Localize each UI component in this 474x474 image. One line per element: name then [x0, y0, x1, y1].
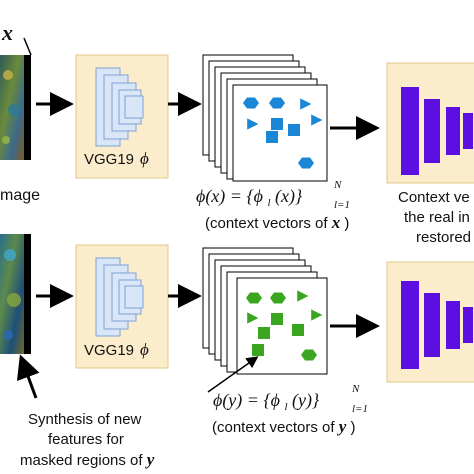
top-right-text: Context ve the real in restored: [398, 189, 471, 246]
top-feature-hex-8: [298, 157, 314, 169]
top-formula-sup: N: [333, 179, 342, 191]
bottom-formula-sup: N: [351, 383, 360, 395]
synthesis-text: Synthesis of new features for masked reg…: [20, 411, 155, 469]
bottom-caption: (context vectors of y ): [212, 417, 355, 436]
bottom-decoder-bar-0: [401, 281, 419, 369]
top-vgg-phi: ϕ: [140, 149, 149, 168]
bottom-feature-rect-6: [258, 327, 270, 339]
bottom-decoder-box: [386, 261, 474, 383]
bottom-feature-hex-8: [301, 349, 317, 361]
bottom-feature-tri-3: [247, 312, 259, 324]
top-caption-var: x: [331, 213, 341, 232]
synthesis-line-2: features for: [48, 431, 124, 448]
top-feature-hex-1: [269, 97, 285, 109]
top-input-image: [0, 55, 31, 160]
synthesis-var: y: [145, 450, 155, 469]
top-image-var: x: [1, 20, 13, 45]
top-decoder-bar-0: [401, 87, 419, 175]
top-image-label: mage: [0, 187, 40, 204]
svg-text:ϕ(y) = {ϕ l: ϕ(y) = {ϕ l (y)}: [213, 390, 320, 414]
svg-text:ϕ(x) = {ϕ l: ϕ(x) = {ϕ l (x)}: [196, 186, 303, 210]
top-feature-tri-3: [247, 118, 259, 130]
bottom-feature-rect-4: [271, 313, 283, 325]
top-vgg-box: VGG19 ϕ: [75, 54, 169, 179]
bottom-vgg-label: VGG19: [84, 342, 134, 359]
bottom-decoder-bars: [401, 281, 473, 369]
bottom-input-image: [0, 234, 31, 354]
top-feature-rect-6: [266, 131, 278, 143]
top-vgg-label: VGG19: [84, 151, 134, 168]
top-formula-sub-l: l: [267, 197, 270, 209]
top-feature-stack: [202, 54, 328, 182]
bottom-feature-hex-0: [246, 292, 262, 304]
top-formula-arg: (x)}: [275, 186, 303, 207]
top-right-line-2: the real in: [404, 209, 470, 226]
top-decoder-bar-3: [463, 113, 473, 149]
synthesis-line-3: masked regions of y: [20, 450, 155, 469]
top-decoder-box: [386, 62, 474, 184]
top-decoder-bar-2: [446, 107, 460, 155]
bottom-decoder-bar-2: [446, 301, 460, 349]
top-image-pointer: [23, 37, 32, 56]
top-caption: (context vectors of x ): [205, 213, 349, 232]
top-caption-suffix: ): [344, 215, 349, 232]
bottom-formula-sub-l: l: [284, 401, 287, 413]
bottom-formula: ϕ(y) = {ϕ l (y)} N l=1: [213, 383, 368, 415]
bottom-caption-prefix: (context vectors of: [212, 419, 335, 436]
synthesis-line-1: Synthesis of new: [28, 411, 142, 428]
bottom-feature-tri-5: [311, 309, 323, 321]
bottom-feature-tri-2: [297, 290, 309, 302]
bottom-vgg-layers: [95, 257, 144, 337]
bottom-caption-var: y: [337, 417, 347, 436]
bottom-vgg-box: VGG19 ϕ: [75, 244, 169, 369]
bottom-feature-shapes: [246, 290, 323, 361]
bottom-formula-rhs: = {ϕ: [247, 390, 280, 410]
top-feature-rect-7: [288, 124, 300, 136]
top-decoder-bar-1: [424, 99, 440, 163]
top-feature-shapes: [243, 97, 323, 169]
bottom-decoder-bar-1: [424, 293, 440, 357]
top-vgg-layers: [95, 67, 144, 147]
top-feature-tri-5: [311, 114, 323, 126]
top-feature-rect-4: [271, 118, 283, 130]
top-formula: ϕ(x) = {ϕ l (x)} N l=1: [196, 179, 350, 211]
top-right-line-3: restored: [416, 229, 471, 246]
bottom-formula-arg: (y)}: [292, 390, 320, 411]
bottom-decoder-bar-3: [463, 307, 473, 343]
top-feature-tri-2: [300, 98, 312, 110]
bottom-vgg-phi: ϕ: [140, 340, 149, 359]
top-formula-sub: l=1: [334, 199, 350, 211]
top-feature-hex-0: [243, 97, 259, 109]
synthesis-pointer-features: [207, 356, 259, 393]
bottom-feature-hex-1: [270, 292, 286, 304]
top-decoder-bars: [401, 87, 473, 175]
bottom-feature-rect-7: [292, 324, 304, 336]
bottom-caption-suffix: ): [350, 419, 355, 436]
top-caption-prefix: (context vectors of: [205, 215, 328, 232]
bottom-formula-sub: l=1: [352, 403, 368, 415]
top-formula-rhs: = {ϕ: [230, 186, 263, 206]
bottom-feature-rect-9: [252, 344, 264, 356]
top-right-line-1: Context ve: [398, 189, 470, 206]
synthesis-pointer-image: [16, 354, 40, 399]
synthesis-line-3-text: masked regions of: [20, 452, 143, 469]
bottom-formula-lhs: ϕ(y): [213, 390, 242, 411]
top-formula-lhs: ϕ(x): [196, 186, 225, 207]
